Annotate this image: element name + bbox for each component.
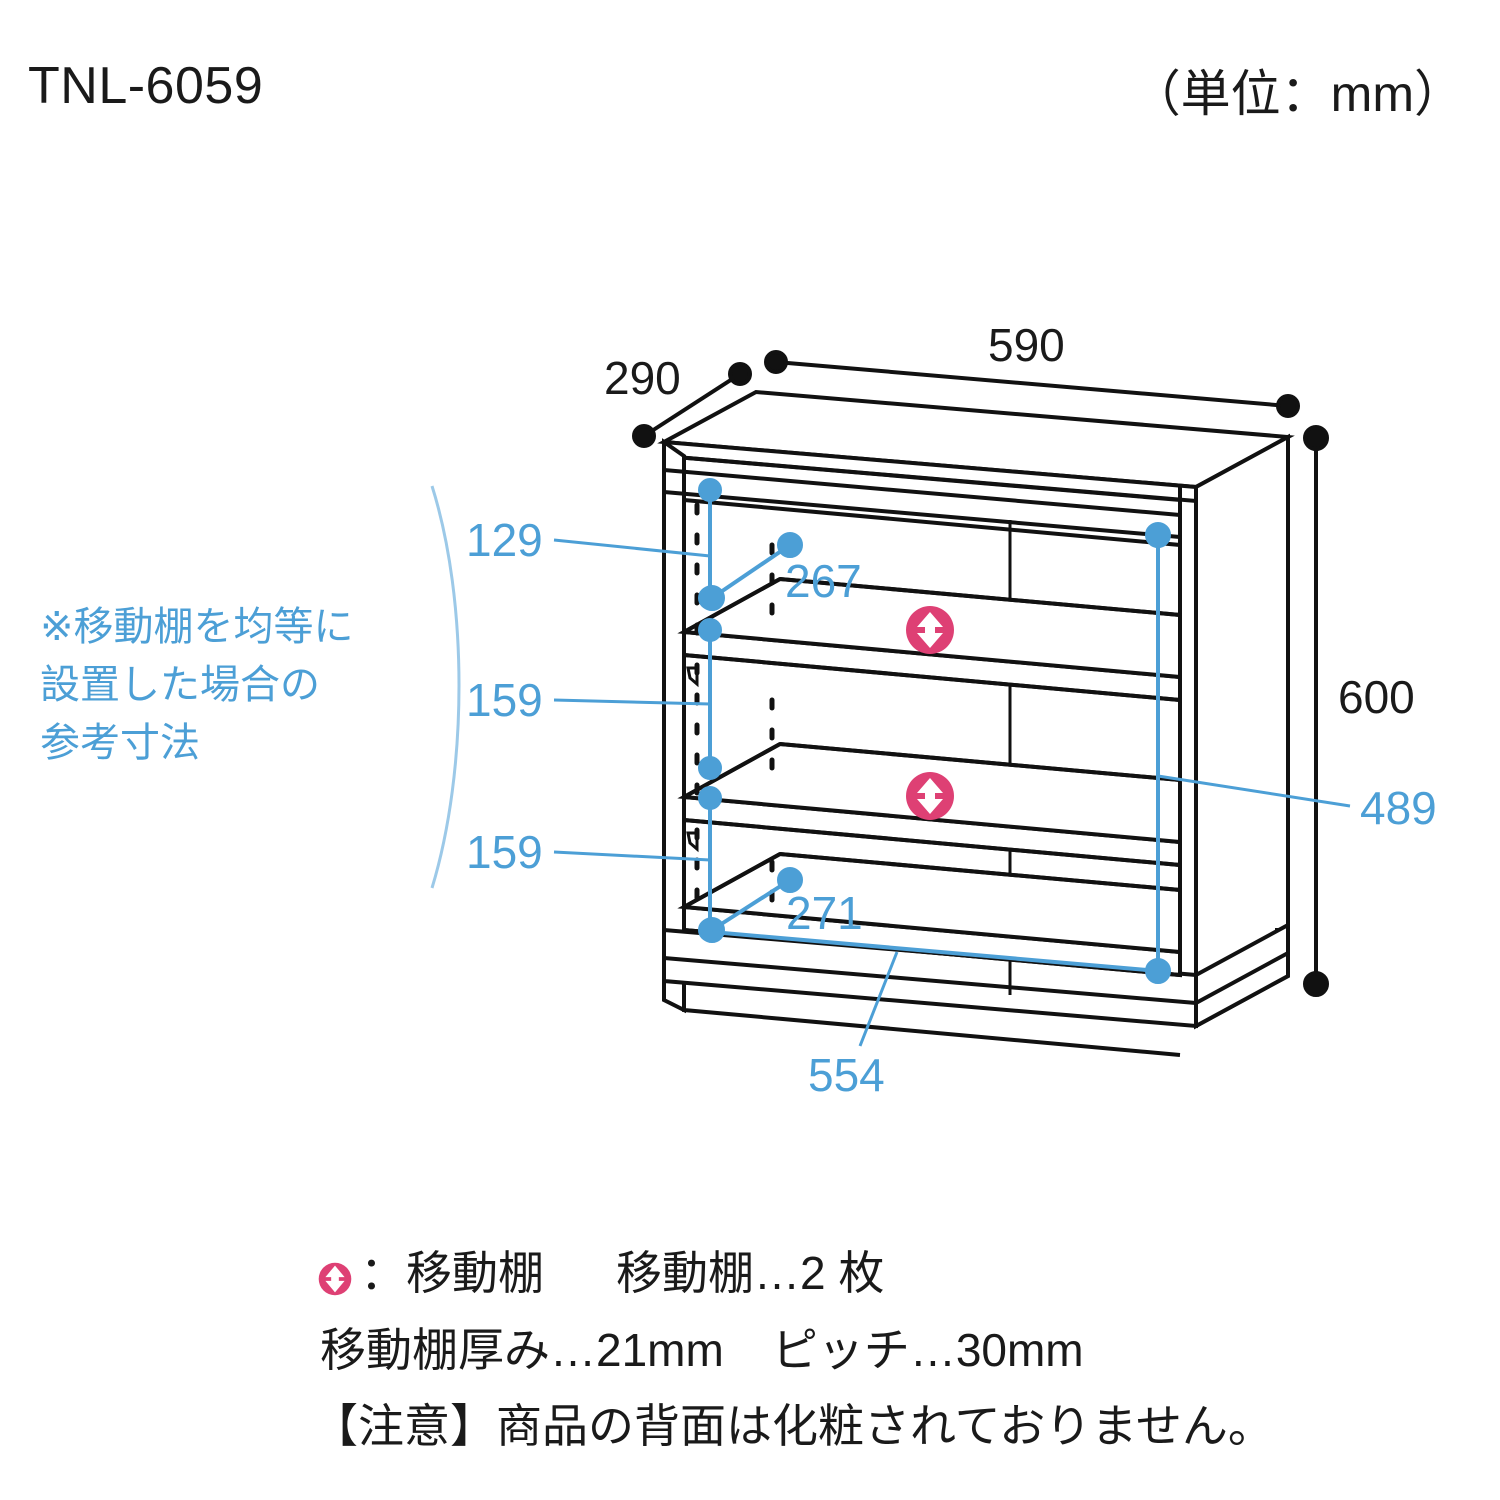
movable-shelf-marker-upper (906, 606, 954, 654)
outer-dimension-lines (632, 350, 1329, 997)
shelf-clip (686, 666, 699, 853)
legend-row-shelf: ： 移動棚 移動棚…2 枚 (312, 1238, 1472, 1309)
dimension-label-shelf-gap-1: 159 (466, 674, 543, 726)
unit-note: （単位：mm） (1130, 66, 1464, 122)
page-title: TNL-6059 (28, 57, 264, 115)
reference-brace (430, 485, 461, 889)
dimension-label-inner-height: 489 (1360, 782, 1437, 834)
legend-caution: 【注意】商品の背面は化粧されておりません。 (312, 1399, 1274, 1452)
shelf-peg-holes (694, 502, 775, 903)
reference-dimension-note: ※移動棚を均等に 設置した場合の 参考寸法 (40, 605, 354, 765)
dimension-label-inner-width: 554 (808, 1049, 885, 1101)
inner-dimension-lines (553, 478, 1351, 1047)
dimension-label-height: 600 (1338, 671, 1415, 723)
dimension-label-shelf-gap-2: 159 (466, 826, 543, 878)
legend-shelf-count: 移動棚…2 枚 (616, 1247, 885, 1299)
legend-thickness: 移動棚厚み…21mm (320, 1324, 724, 1377)
legend-row-caution: 【注意】商品の背面は化粧されておりません。 (312, 1391, 1472, 1462)
dimension-label-width: 590 (988, 319, 1065, 371)
legend: ： 移動棚 移動棚…2 枚 移動棚厚み…21mm ピッチ…30mm 【注意】商品… (312, 1238, 1472, 1462)
dimension-label-top-inner-depth: 267 (785, 555, 862, 607)
legend-row-spec: 移動棚厚み…21mm ピッチ…30mm (320, 1315, 1472, 1386)
shelf-group (677, 576, 1182, 978)
dimension-label-bottom-inner-depth: 271 (786, 887, 863, 939)
dimension-label-depth: 290 (604, 352, 681, 404)
cabinet-body (657, 389, 1295, 1057)
dimension-label-top-gap-height: 129 (466, 514, 543, 566)
movable-shelf-icon (312, 1251, 358, 1297)
movable-shelf-marker-lower (906, 772, 954, 820)
legend-icon-separator: ： (360, 1247, 406, 1299)
legend-pitch: ピッチ…30mm (771, 1324, 1084, 1377)
legend-icon-label: 移動棚 (406, 1247, 544, 1299)
